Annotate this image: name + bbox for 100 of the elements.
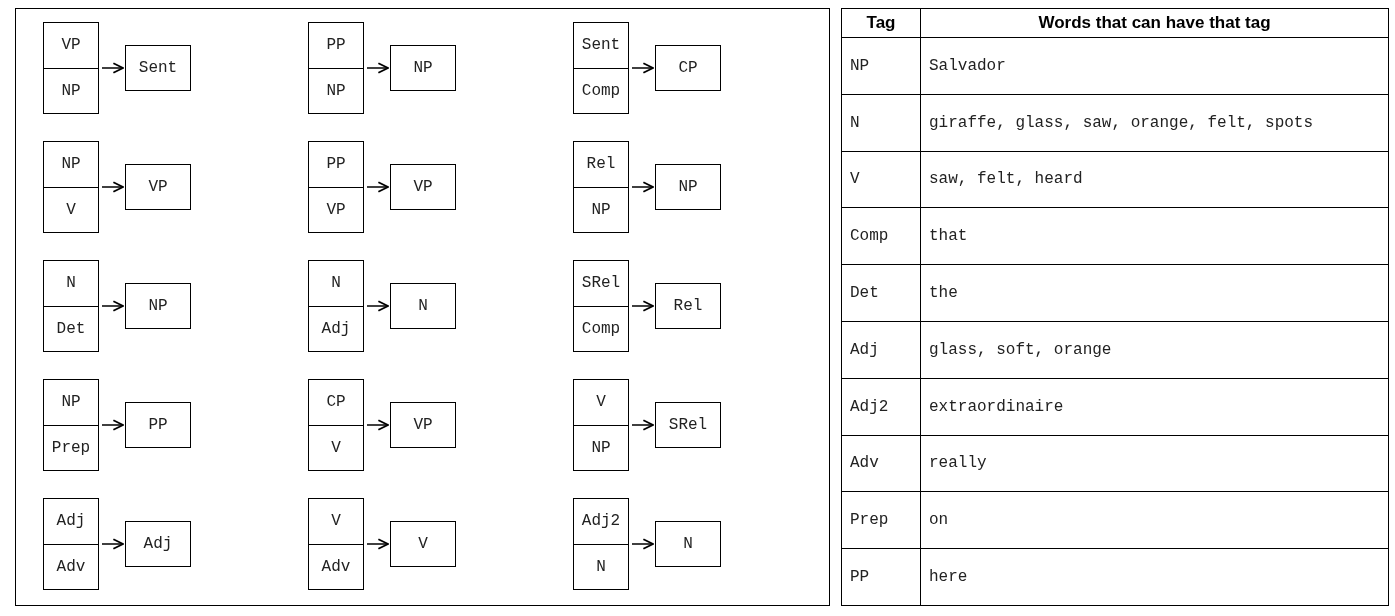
tag-text: Det xyxy=(850,284,879,303)
tag-text: Sent xyxy=(138,59,178,77)
word-list-text: here xyxy=(929,568,968,587)
word-list-text: extraordinaire xyxy=(929,397,1064,416)
rule-result-box xyxy=(390,283,456,329)
tag-text: V xyxy=(418,535,428,553)
tag-text: N xyxy=(331,274,341,293)
tag-text: NP xyxy=(61,393,81,412)
rule-input-box xyxy=(43,260,99,352)
rule-input-box xyxy=(573,379,629,471)
word-list-text: that xyxy=(929,227,968,246)
rule-result-box xyxy=(125,521,191,567)
tag-text: NP xyxy=(591,200,611,219)
tag-text: Adj xyxy=(56,512,86,531)
tag-text: VP xyxy=(61,36,81,55)
tag-text: VP xyxy=(326,200,346,219)
word-list-text: really xyxy=(929,454,987,473)
arrow xyxy=(631,62,654,74)
tag-text: Adv xyxy=(850,454,879,473)
tag-text: PP xyxy=(148,416,168,434)
tag-text: Adv xyxy=(56,557,86,576)
tag-text: NP xyxy=(850,56,870,75)
rule-input-box xyxy=(308,260,364,352)
tag-text: Det xyxy=(56,319,86,338)
rule-result-box xyxy=(390,402,456,448)
rule-input-box xyxy=(43,141,99,233)
arrow xyxy=(366,181,389,193)
tag-text: V xyxy=(850,170,860,189)
rule-input-box xyxy=(573,498,629,590)
column-header: Words that can have that tag xyxy=(1038,13,1271,32)
rule-result-box xyxy=(655,521,721,567)
arrow xyxy=(101,62,124,74)
word-list-text: Salvador xyxy=(929,56,1006,75)
tag-text: PP xyxy=(326,155,346,174)
rule-input-box xyxy=(43,22,99,114)
tag-text: Adj xyxy=(143,535,173,553)
arrow xyxy=(366,300,389,312)
rule-input-box xyxy=(308,141,364,233)
rule-result-box xyxy=(655,164,721,210)
rule-result-box xyxy=(655,45,721,91)
rule-result-box xyxy=(125,402,191,448)
rule-input-box xyxy=(573,141,629,233)
rule-input-box xyxy=(308,379,364,471)
tag-text: N xyxy=(596,557,606,576)
tag-text: NP xyxy=(148,297,168,315)
rule-result-box xyxy=(390,45,456,91)
tag-text: VP xyxy=(413,178,433,196)
arrow xyxy=(631,538,654,550)
word-list-text: the xyxy=(929,284,958,303)
rule-input-box xyxy=(308,22,364,114)
tag-text: Rel xyxy=(673,297,703,315)
word-list-text: glass, soft, orange xyxy=(929,340,1112,359)
tag-text: PP xyxy=(850,568,870,587)
tag-text: V xyxy=(331,512,341,531)
word-list-text: saw, felt, heard xyxy=(929,170,1083,189)
tag-text: Prep xyxy=(850,511,889,530)
arrow xyxy=(101,419,124,431)
rule-result-box xyxy=(125,45,191,91)
arrow xyxy=(631,419,654,431)
tag-text: VP xyxy=(413,416,433,434)
rule-input-box xyxy=(43,379,99,471)
tag-text: N xyxy=(683,535,693,553)
tag-text: NP xyxy=(61,81,81,100)
tag-text: N xyxy=(418,297,428,315)
arrow xyxy=(366,419,389,431)
rule-result-box xyxy=(125,283,191,329)
arrow xyxy=(101,300,124,312)
tag-text: NP xyxy=(326,81,346,100)
tag-text: V xyxy=(331,438,341,457)
tag-text: Prep xyxy=(51,438,91,457)
tag-text: SRel xyxy=(581,274,621,293)
tag-text: Comp xyxy=(581,81,621,100)
tag-text: N xyxy=(66,274,76,293)
word-list-text: giraffe, glass, saw, orange, felt, spots xyxy=(929,113,1314,132)
tag-text: SRel xyxy=(668,416,708,434)
rule-result-box xyxy=(655,402,721,448)
rule-result-box xyxy=(390,521,456,567)
tag-text: PP xyxy=(326,36,346,55)
tag-text: V xyxy=(596,393,606,412)
tag-text: Comp xyxy=(581,319,621,338)
arrow xyxy=(366,62,389,74)
rule-input-box xyxy=(43,498,99,590)
arrow xyxy=(366,538,389,550)
tag-text: Adv xyxy=(321,557,351,576)
tag-text: Adj2 xyxy=(581,512,621,531)
tag-text: Adj xyxy=(850,340,879,359)
word-list-text: on xyxy=(929,511,949,530)
tag-text: NP xyxy=(591,438,611,457)
tag-text: CP xyxy=(326,393,346,412)
tag-text: Sent xyxy=(581,36,621,55)
rule-result-box xyxy=(655,283,721,329)
arrow xyxy=(101,181,124,193)
rule-result-box xyxy=(125,164,191,210)
arrow xyxy=(101,538,124,550)
column-header: Tag xyxy=(866,13,896,32)
tag-text: V xyxy=(66,200,76,219)
rule-result-box xyxy=(390,164,456,210)
rule-input-box xyxy=(308,498,364,590)
rule-input-box xyxy=(573,260,629,352)
tag-text: NP xyxy=(61,155,81,174)
